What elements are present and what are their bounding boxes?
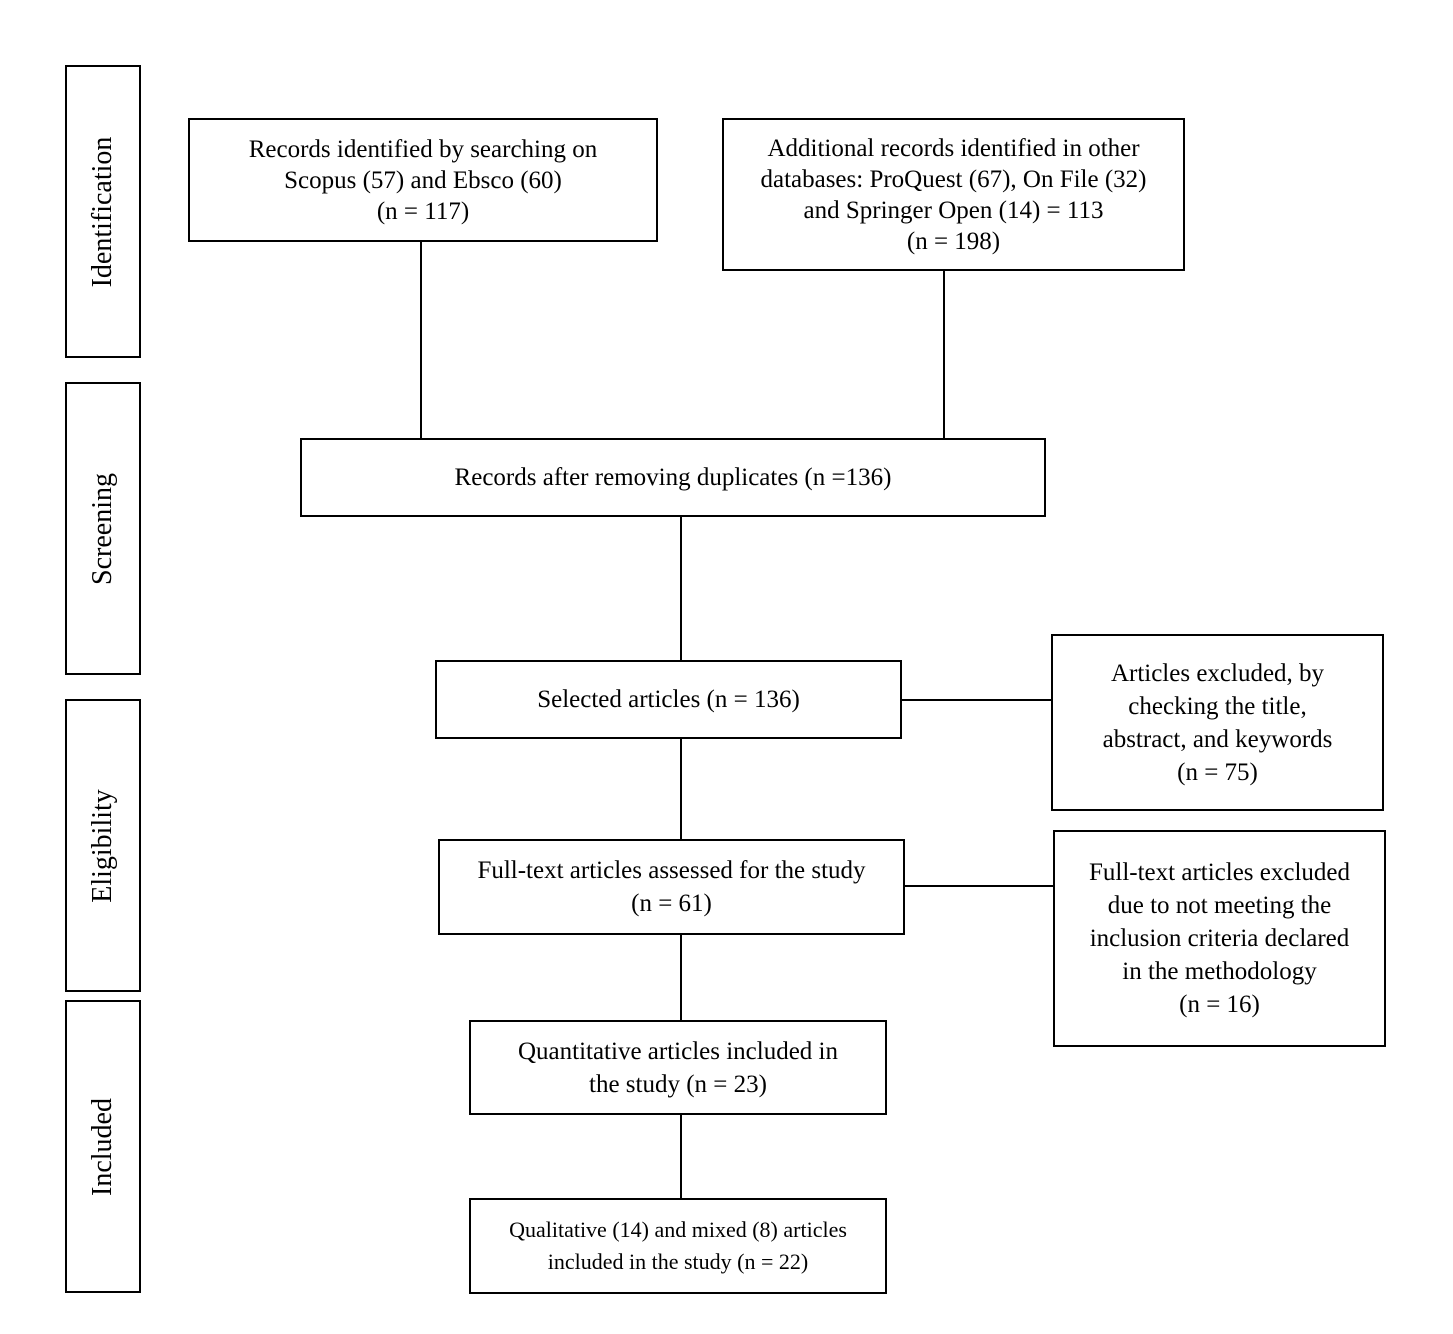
box-text-line: (n = 198) bbox=[906, 227, 1001, 255]
box-text-line: databases: ProQuest (67), On File (32) bbox=[760, 165, 1147, 193]
box-text-line: due to not meeting the bbox=[1107, 892, 1332, 919]
box-text-line: the study (n = 23) bbox=[589, 1070, 767, 1098]
box-text-line: (n = 117) bbox=[376, 197, 470, 225]
selected-articles-box: Selected articles (n = 136) bbox=[435, 660, 902, 739]
box-text-line: Articles excluded, by bbox=[1110, 659, 1325, 687]
articles-excluded-title-box: Articles excluded, by checking the title… bbox=[1051, 634, 1384, 811]
stage-screening: Screening bbox=[65, 382, 141, 675]
stage-eligibility: Eligibility bbox=[65, 699, 141, 992]
connector-selected-to-fulltext bbox=[680, 738, 682, 840]
box-text-line: in the methodology bbox=[1122, 958, 1317, 985]
box-text-line: inclusion criteria declared bbox=[1089, 925, 1350, 952]
connector-scopus-to-duplicates bbox=[420, 241, 422, 439]
box-text-line: included in the study (n = 22) bbox=[547, 1249, 809, 1274]
stage-included: Included bbox=[65, 1000, 141, 1293]
box-text-line: Quantitative articles included in bbox=[517, 1037, 839, 1065]
box-text-line: Scopus (57) and Ebsco (60) bbox=[284, 166, 562, 194]
qualitative-mixed-articles-box: Qualitative (14) and mixed (8) articles … bbox=[469, 1198, 887, 1294]
connector-fulltext-to-quantitative bbox=[680, 934, 682, 1021]
box-text-line: checking the title, bbox=[1128, 692, 1307, 720]
box-text-line: and Springer Open (14) = 113 bbox=[803, 196, 1104, 224]
box-text-line: Full-text articles assessed for the stud… bbox=[477, 857, 866, 884]
box-text-line: Additional records identified in other bbox=[767, 134, 1140, 162]
box-text-line: (n = 61) bbox=[631, 890, 712, 917]
box-text-line: abstract, and keywords bbox=[1102, 725, 1333, 753]
connector-fulltext-to-excluded bbox=[904, 885, 1055, 887]
box-text-line: (n = 75) bbox=[1177, 758, 1258, 786]
records-scopus-ebsco-box: Records identified by searching on Scopu… bbox=[188, 118, 658, 242]
box-text-line: (n = 16) bbox=[1179, 991, 1260, 1018]
stage-label: Eligibility bbox=[87, 788, 118, 903]
fulltext-excluded-box: Full-text articles excluded due to not m… bbox=[1053, 830, 1386, 1047]
quantitative-articles-box: Quantitative articles included in the st… bbox=[469, 1020, 887, 1115]
records-after-duplicates-box: Records after removing duplicates (n =13… bbox=[300, 438, 1046, 517]
box-text-line: Full-text articles excluded bbox=[1088, 859, 1351, 886]
box-text-line: Selected articles (n = 136) bbox=[537, 686, 800, 713]
connector-quantitative-to-qualitative bbox=[680, 1114, 682, 1199]
box-text-line: Records after removing duplicates (n =13… bbox=[454, 464, 892, 491]
stage-label: Screening bbox=[87, 472, 118, 585]
additional-records-box: Additional records identified in other d… bbox=[722, 118, 1185, 271]
connector-selected-to-excluded bbox=[901, 699, 1053, 701]
stage-identification: Identification bbox=[65, 65, 141, 358]
connector-additional-to-duplicates bbox=[943, 270, 945, 439]
connector-duplicates-to-selected bbox=[680, 516, 682, 661]
box-text-line: Records identified by searching on bbox=[248, 135, 598, 163]
stage-label: Included bbox=[87, 1097, 118, 1196]
fulltext-assessed-box: Full-text articles assessed for the stud… bbox=[438, 839, 905, 935]
box-text-line: Qualitative (14) and mixed (8) articles bbox=[509, 1217, 847, 1242]
stage-label: Identification bbox=[87, 136, 118, 287]
